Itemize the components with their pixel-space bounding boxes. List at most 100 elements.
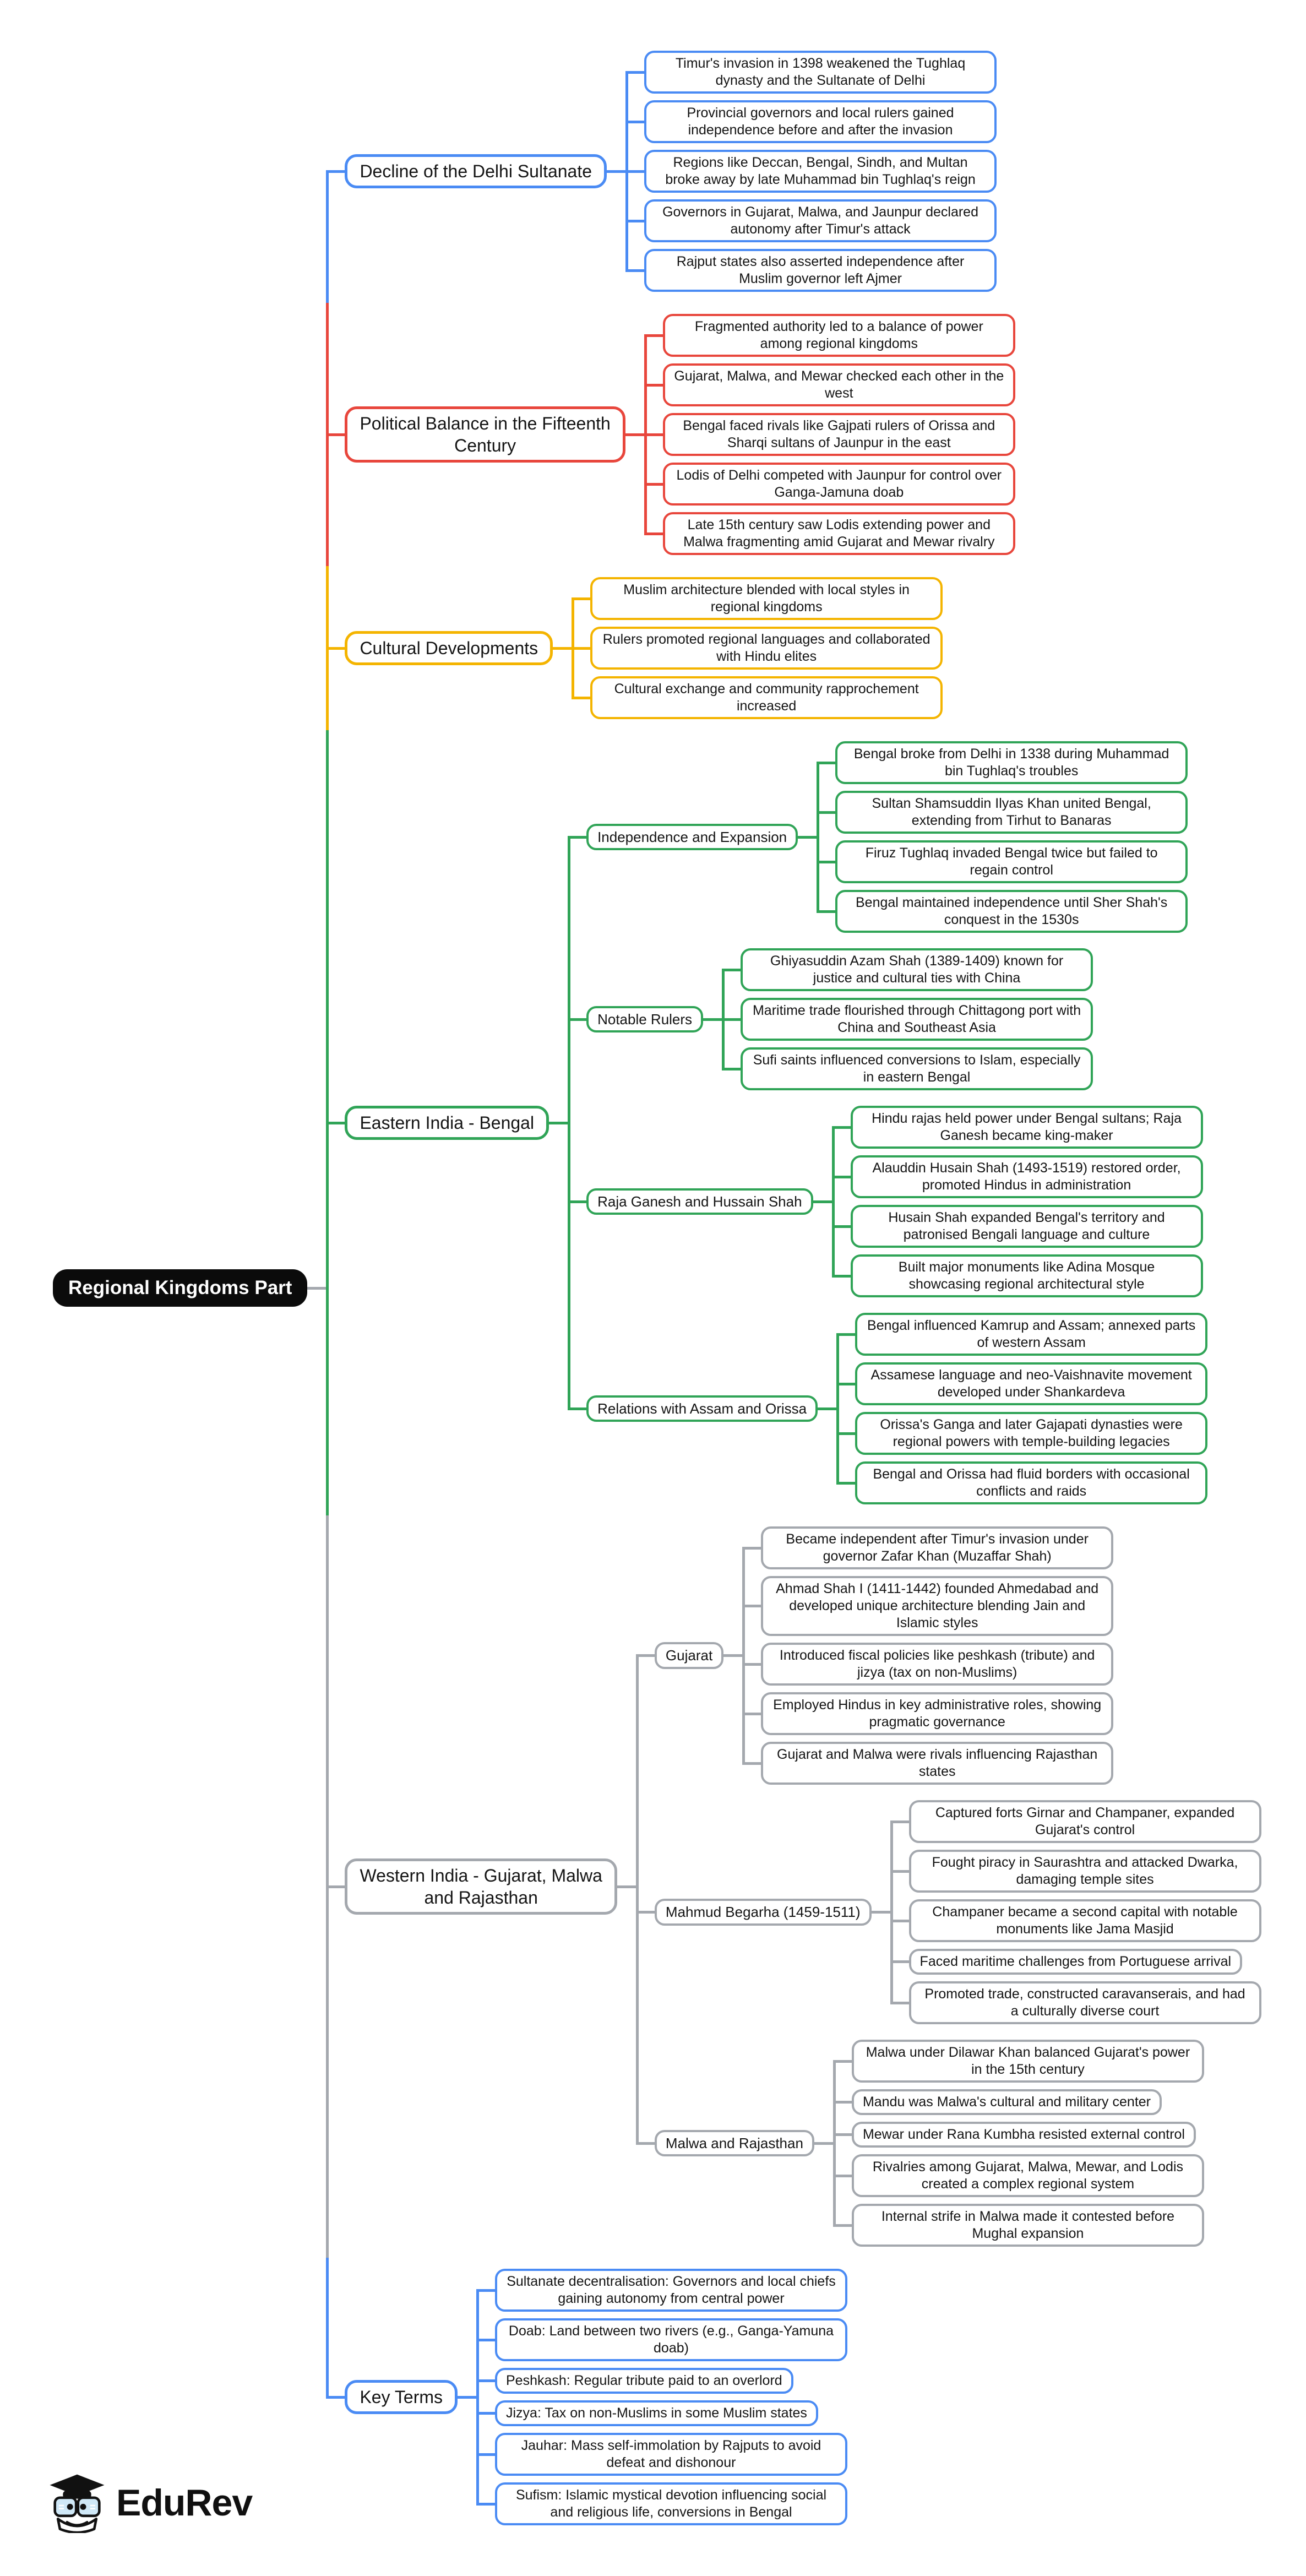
leaf-row: Late 15th century saw Lodis extending po… <box>644 509 1015 555</box>
leaf-row: Rulers promoted regional languages and c… <box>572 623 943 673</box>
leaf-node: Assamese language and neo-Vaishnavite mo… <box>855 1362 1208 1405</box>
root-connector-line <box>307 1286 326 1290</box>
leaf-row: Doab: Land between two rivers (e.g., Gan… <box>476 2315 847 2365</box>
leaf-row: Governors in Gujarat, Malwa, and Jaunpur… <box>625 196 997 246</box>
leaf-node: Rajput states also asserted independence… <box>644 249 997 292</box>
subbranch-row-mahmud-begarha: Mahmud Begarha (1459-1511) Captured fort… <box>635 1792 1261 2032</box>
branch-node-political-balance: Political Balance in the Fifteenth Centu… <box>345 406 625 463</box>
leaf-node: Hindu rajas held power under Bengal sult… <box>850 1106 1203 1149</box>
branch-node-eastern-india-bengal: Eastern India - Bengal <box>345 1106 549 1140</box>
leaf-node: Bengal and Orissa had fluid borders with… <box>855 1461 1208 1504</box>
branch-node-key-terms: Key Terms <box>345 2380 458 2414</box>
leaf-node: Faced maritime challenges from Portugues… <box>908 1949 1243 1975</box>
subbranch-node: Relations with Assam and Orissa <box>586 1395 818 1422</box>
connector-line <box>813 1200 832 1203</box>
subbranch-node: Raja Ganesh and Hussain Shah <box>586 1188 813 1215</box>
leaf-row: Bengal influenced Kamrup and Assam; anne… <box>836 1313 1208 1359</box>
leaf-node: Became independent after Timur's invasio… <box>761 1526 1114 1569</box>
leaf-node: Malwa under Dilawar Khan balanced Gujara… <box>851 2040 1204 2083</box>
leaf-row: Cultural exchange and community rapproch… <box>572 673 943 719</box>
edurev-brand-text: EduRev <box>116 2482 253 2524</box>
leaf-node: Mewar under Rana Kumbha resisted externa… <box>851 2122 1196 2148</box>
children-column: Became independent after Timur's invasio… <box>742 1526 1114 1785</box>
leaf-node: Husain Shah expanded Bengal's territory … <box>850 1205 1203 1248</box>
children-column: Timur's invasion in 1398 weakened the Tu… <box>625 51 997 292</box>
leaf-node: Internal strife in Malwa made it contest… <box>851 2204 1204 2247</box>
leaf-node: Ahmad Shah I (1411-1442) founded Ahmedab… <box>761 1576 1114 1636</box>
subbranches-column: Independence and Expansion Bengal broke … <box>568 741 1208 1504</box>
leaf-node: Ghiyasuddin Azam Shah (1389-1409) known … <box>741 948 1093 991</box>
leaf-node: Doab: Land between two rivers (e.g., Gan… <box>495 2318 847 2361</box>
leaf-row: Mandu was Malwa's cultural and military … <box>832 2086 1204 2118</box>
edurev-brand: EduRev <box>47 2472 253 2533</box>
leaf-row: Fought piracy in Saurashtra and attacked… <box>890 1846 1261 1896</box>
leaf-node: Alauddin Husain Shah (1493-1519) restore… <box>850 1155 1203 1198</box>
leaf-row: Sufi saints influenced conversions to Is… <box>722 1044 1093 1090</box>
children-column: Hindu rajas held power under Bengal sult… <box>831 1106 1203 1297</box>
connector-line <box>814 2142 833 2145</box>
children-column: Fragmented authority led to a balance of… <box>644 314 1015 555</box>
branch-row-western-india: Western India - Gujarat, Malwa and Rajas… <box>326 1515 1261 2258</box>
leaf-node: Sufism: Islamic mystical devotion influe… <box>495 2482 847 2525</box>
branch-node-western-india: Western India - Gujarat, Malwa and Rajas… <box>345 1858 617 1915</box>
leaf-row: Faced maritime challenges from Portugues… <box>890 1945 1261 1978</box>
leaf-row: Rajput states also asserted independence… <box>625 246 997 292</box>
leaf-row: Orissa's Ganga and later Gajapati dynast… <box>836 1409 1208 1458</box>
leaf-node: Promoted trade, constructed caravanserai… <box>908 1981 1261 2024</box>
children-column: Sultanate decentralisation: Governors an… <box>476 2269 847 2525</box>
subbranch-row-independence-expansion: Independence and Expansion Bengal broke … <box>568 741 1207 941</box>
children-column: Bengal broke from Delhi in 1338 during M… <box>817 741 1188 933</box>
leaf-node: Timur's invasion in 1398 weakened the Tu… <box>644 51 997 94</box>
subbranch-row-relations-assam-orissa: Relations with Assam and Orissa Bengal i… <box>568 1305 1208 1504</box>
connector-line <box>458 2395 476 2399</box>
leaf-node: Cultural exchange and community rapproch… <box>590 676 943 719</box>
leaf-node: Lodis of Delhi competed with Jaunpur for… <box>662 463 1015 506</box>
leaf-row: Sultanate decentralisation: Governors an… <box>476 2269 847 2315</box>
branch-row-eastern-india-bengal: Eastern India - Bengal Independence and … <box>326 730 1261 1515</box>
leaf-row: Regions like Deccan, Bengal, Sindh, and … <box>625 146 997 196</box>
connector-line <box>703 1018 722 1021</box>
leaf-node: Rivalries among Gujarat, Malwa, Mewar, a… <box>851 2154 1204 2197</box>
leaf-node: Sufi saints influenced conversions to Is… <box>741 1047 1093 1090</box>
connector-line <box>723 1654 743 1657</box>
leaf-node: Sultanate decentralisation: Governors an… <box>495 2269 847 2312</box>
leaf-node: Governors in Gujarat, Malwa, and Jaunpur… <box>644 199 997 242</box>
central-topic-node: Regional Kingdoms Part <box>53 1269 308 1307</box>
subbranch-row-raja-ganesh-hussain-shah: Raja Ganesh and Hussain Shah Hindu rajas… <box>568 1098 1207 1305</box>
leaf-node: Captured forts Girnar and Champaner, exp… <box>908 1800 1261 1843</box>
leaf-row: Alauddin Husain Shah (1493-1519) restore… <box>831 1152 1203 1202</box>
leaf-node: Bengal influenced Kamrup and Assam; anne… <box>855 1313 1208 1356</box>
connector-line <box>549 1121 568 1124</box>
leaf-row: Built major monuments like Adina Mosque … <box>831 1251 1203 1297</box>
leaf-node: Regions like Deccan, Bengal, Sindh, and … <box>644 150 997 193</box>
branch-node-decline-delhi-sultanate: Decline of the Delhi Sultanate <box>345 154 607 188</box>
leaf-row: Bengal maintained independence until She… <box>817 887 1188 933</box>
leaf-row: Ghiyasuddin Azam Shah (1389-1409) known … <box>722 948 1093 994</box>
leaf-row: Husain Shah expanded Bengal's territory … <box>831 1202 1203 1251</box>
branch-row-political-balance: Political Balance in the Fifteenth Centu… <box>326 303 1261 566</box>
leaf-node: Jizya: Tax on non-Muslims in some Muslim… <box>495 2400 818 2426</box>
leaf-row: Champaner became a second capital with n… <box>890 1896 1261 1945</box>
leaf-row: Sultan Shamsuddin Ilyas Khan united Beng… <box>817 787 1188 837</box>
leaf-row: Introduced fiscal policies like peshkash… <box>742 1639 1114 1689</box>
leaf-node: Bengal faced rivals like Gajpati rulers … <box>662 413 1015 456</box>
leaf-node: Provincial governors and local rulers ga… <box>644 100 997 143</box>
leaf-row: Jauhar: Mass self-immolation by Rajputs … <box>476 2430 847 2479</box>
leaf-row: Fragmented authority led to a balance of… <box>644 314 1015 360</box>
leaf-node: Bengal broke from Delhi in 1338 during M… <box>835 741 1188 784</box>
branch-row-key-terms: Key Terms Sultanate decentralisation: Go… <box>326 2258 1261 2525</box>
leaf-row: Gujarat and Malwa were rivals influencin… <box>742 1738 1114 1785</box>
leaf-node: Sultan Shamsuddin Ilyas Khan united Beng… <box>835 791 1188 834</box>
leaf-row: Bengal broke from Delhi in 1338 during M… <box>817 741 1188 787</box>
leaf-row: Gujarat, Malwa, and Mewar checked each o… <box>644 360 1015 410</box>
leaf-row: Lodis of Delhi competed with Jaunpur for… <box>644 459 1015 509</box>
leaf-row: Captured forts Girnar and Champaner, exp… <box>890 1800 1261 1846</box>
leaf-node: Jauhar: Mass self-immolation by Rajputs … <box>495 2433 847 2476</box>
branch-row-decline-delhi-sultanate: Decline of the Delhi Sultanate Timur's i… <box>326 51 1261 303</box>
branches-column: Decline of the Delhi Sultanate Timur's i… <box>326 51 1261 2525</box>
leaf-row: Bengal and Orissa had fluid borders with… <box>836 1458 1208 1504</box>
leaf-node: Muslim architecture blended with local s… <box>590 577 943 620</box>
leaf-node: Peshkash: Regular tribute paid to an ove… <box>495 2368 793 2394</box>
leaf-node: Maritime trade flourished through Chitta… <box>741 998 1093 1041</box>
connector-line <box>818 1407 837 1410</box>
